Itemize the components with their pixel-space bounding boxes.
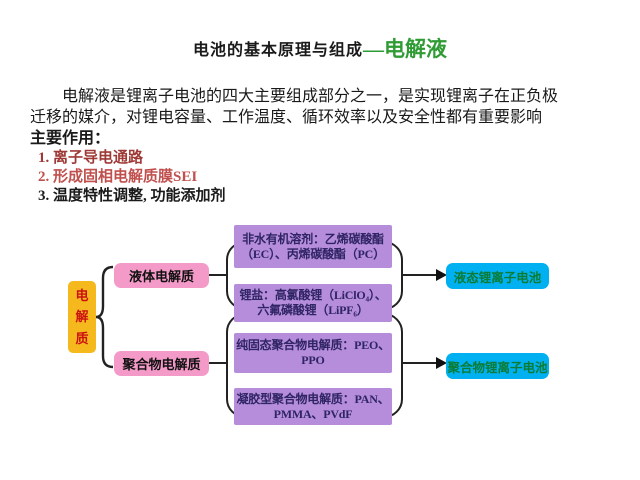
node-gel-polymer: 凝胶型聚合物电解质：PAN、 PMMA、PVdF xyxy=(234,388,392,425)
intro-paragraph: 电解液是锂离子电池的四大主要组成部分之一，是实现锂离子在正负极 迁移的媒介，对锂… xyxy=(30,86,615,149)
node-polymer-li-ion-battery: 聚合物锂离子电池 xyxy=(446,353,549,379)
arrowhead-icon xyxy=(436,269,447,281)
intro-heading: 主要作用： xyxy=(30,130,111,147)
node-electrolyte-root: 电解质 xyxy=(68,281,96,353)
node-solid-polymer: 纯固态聚合物电解质：PEO、 PPO xyxy=(234,333,392,373)
node-liquid-electrolyte: 液体电解质 xyxy=(114,263,209,288)
root-label: 电解质 xyxy=(75,287,89,346)
node-polymer-electrolyte: 聚合物电解质 xyxy=(114,351,209,376)
detail-line: 凝胶型聚合物电解质：PAN、 xyxy=(236,391,390,406)
electrolyte-diagram: 电解质 液体电解质 聚合物电解质 非水有机溶剂：乙烯碳酸酯 （EC）、丙烯碳酸酯… xyxy=(0,220,640,450)
list-item-1: 1. 离子导电通路 xyxy=(38,150,144,166)
slide-title: 电池的基本原理与组成—电解液 xyxy=(0,33,640,63)
detail-line: 六氟磷酸锂（LiPF₆） xyxy=(257,303,369,317)
arrowhead-icon xyxy=(436,357,447,369)
node-lithium-salt: 锂盐：高氯酸锂（LiClO₄）、 六氟磷酸锂（LiPF₆） xyxy=(234,284,392,322)
detail-line: （EC）、丙烯碳酸酯（PC） xyxy=(241,246,385,261)
detail-line: 纯固态聚合物电解质：PEO、 xyxy=(236,338,390,352)
list-item-2: 2. 形成固相电解质膜SEI xyxy=(38,169,198,185)
detail-line: PPO xyxy=(301,353,325,367)
node-liquid-li-ion-battery: 液态锂离子电池 xyxy=(446,263,549,289)
title-highlight: —电解液 xyxy=(363,37,447,61)
curly-brace xyxy=(95,265,114,369)
detail-line: 非水有机溶剂：乙烯碳酸酯 xyxy=(242,231,384,246)
title-text: 电池的基本原理与组成 xyxy=(192,42,363,59)
detail-line: PMMA、PVdF xyxy=(273,406,353,421)
node-organic-solvent: 非水有机溶剂：乙烯碳酸酯 （EC）、丙烯碳酸酯（PC） xyxy=(234,225,392,268)
intro-line-2: 迁移的媒介，对锂电容量、工作温度、循环效率以及安全性都有重要影响 xyxy=(30,109,543,126)
detail-line: 锂盐：高氯酸锂（LiClO₄）、 xyxy=(239,288,387,302)
list-item-3: 3. 温度特性调整, 功能添加剂 xyxy=(38,188,226,204)
function-list: 1. 离子导电通路 2. 形成固相电解质膜SEI 3. 温度特性调整, 功能添加… xyxy=(38,149,226,206)
intro-line-1: 电解液是锂离子电池的四大主要组成部分之一，是实现锂离子在正负极 xyxy=(62,88,559,105)
